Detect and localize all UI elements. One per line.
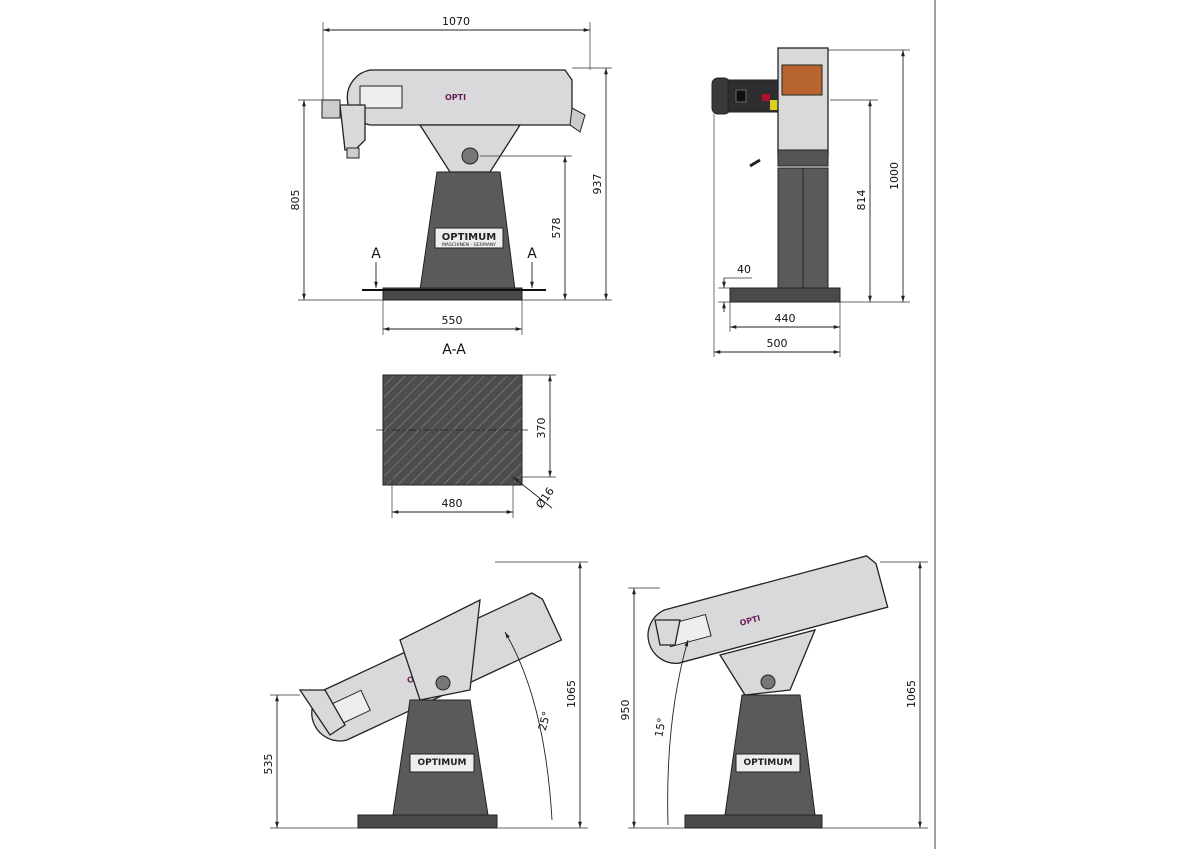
- side-view: 1000 814 40 440 500: [711, 47, 910, 357]
- pivot-knob: [461, 147, 479, 165]
- table-bracket: [321, 99, 341, 119]
- dim-814: 814: [855, 190, 868, 211]
- dim-1065-b: 1065: [905, 680, 918, 708]
- dim-535: 535: [262, 754, 275, 775]
- pedestal-brand-15: OPTIMUM: [744, 758, 793, 768]
- dim-578: 578: [550, 218, 563, 239]
- dim-1000: 1000: [888, 162, 901, 190]
- section-marker-right: A: [527, 246, 537, 262]
- dim-937: 937: [591, 174, 604, 195]
- dim-550: 550: [442, 314, 463, 327]
- dim-805: 805: [289, 190, 302, 211]
- dim-370: 370: [535, 418, 548, 439]
- dim-40: 40: [737, 263, 751, 276]
- dust-port-left: [346, 147, 360, 159]
- dim-500: 500: [767, 337, 788, 350]
- section-view: A-A 370 480 Ø16: [376, 342, 557, 518]
- body-brand: OPTI: [445, 93, 466, 102]
- base-side: [729, 287, 841, 303]
- dim-950: 950: [619, 700, 632, 721]
- tilt-25-view: OPTI OPTIMUM 535 1065 25°: [262, 561, 588, 829]
- dim-1070: 1070: [442, 15, 470, 28]
- belt-window: [359, 85, 403, 109]
- dim-1065-a: 1065: [565, 680, 578, 708]
- dust-port-right: [569, 107, 586, 133]
- dim-hole: Ø16: [533, 485, 557, 511]
- contact-wheel-guard: [339, 104, 366, 151]
- switch: [735, 89, 747, 103]
- section-title: A-A: [442, 342, 466, 358]
- sanding-belt: [781, 64, 823, 96]
- front-view: OPTIMUM MASCHINEN · GERMANY OPTI 1070 80…: [289, 15, 612, 335]
- pedestal-brand-25: OPTIMUM: [418, 758, 467, 768]
- section-marker-left: A: [371, 246, 381, 262]
- pedestal-brand-sub: MASCHINEN · GERMANY: [442, 242, 496, 248]
- pedestal-brand: OPTIMUM: [442, 232, 496, 243]
- tilt-15-view: OPTI OPTIMUM 950 1065 15°: [619, 555, 928, 829]
- angle-15: 15°: [652, 717, 668, 738]
- dim-440: 440: [775, 312, 796, 325]
- dim-480: 480: [442, 497, 463, 510]
- angle-25: 25°: [536, 710, 554, 732]
- belt-housing-side: [777, 47, 829, 157]
